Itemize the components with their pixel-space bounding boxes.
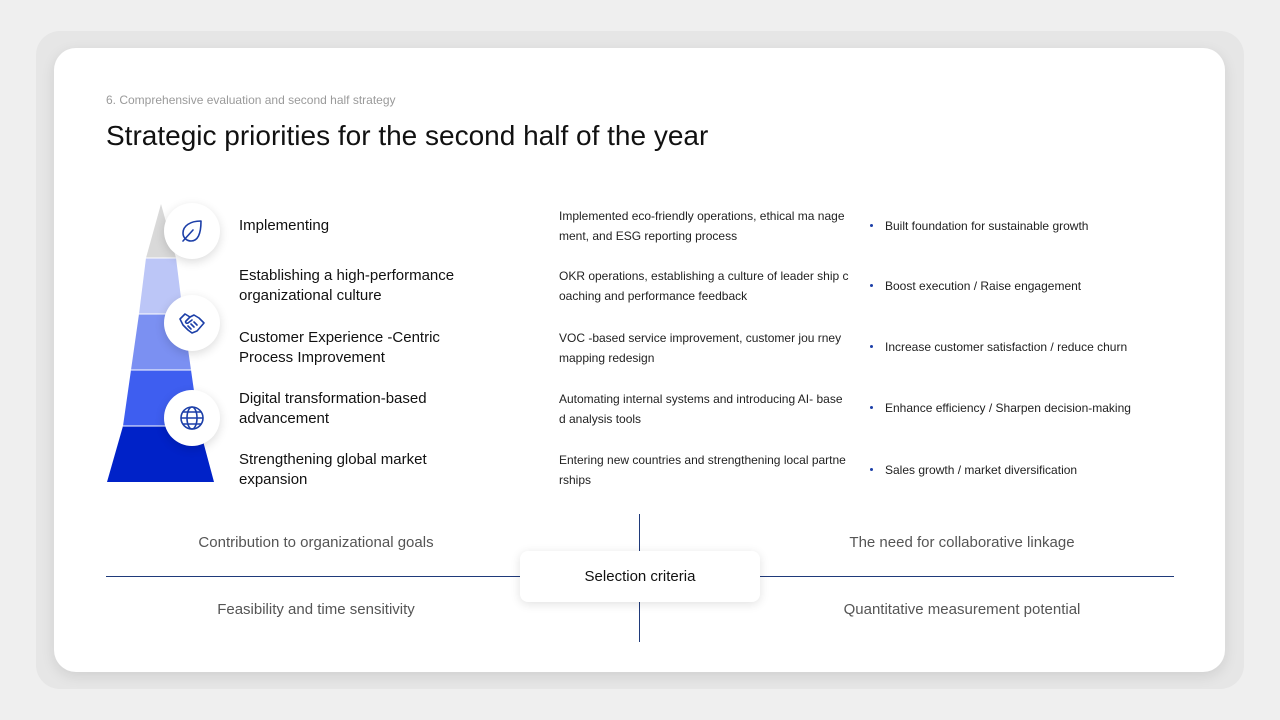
- criteria-bottom-left: Feasibility and time sensitivity: [217, 601, 415, 618]
- criteria-top-left: Contribution to organizational goals: [198, 534, 434, 551]
- bullet-dot: [870, 345, 873, 349]
- priority-outcome-5: Sales growth / market diversification: [870, 460, 1077, 480]
- handshake-icon: [179, 313, 205, 334]
- priority-outcome-1: Built foundation for sustainable growth: [870, 216, 1088, 236]
- leaf-icon-badge: [164, 203, 220, 259]
- priority-outcome-2: Boost execution / Raise engagement: [870, 276, 1081, 296]
- priority-title-3: Customer Experience -Centric Process Imp…: [239, 329, 440, 366]
- priority-title-2: Establishing a high-performance organiza…: [239, 267, 455, 304]
- bullet-dot: [870, 284, 873, 288]
- page-title: Strategic priorities for the second half…: [106, 120, 709, 151]
- priority-description-2: OKR operations, establishing a culture o…: [559, 269, 849, 303]
- priority-title-1: Implementing: [239, 217, 330, 234]
- priority-title-4: Digital transformation-based advancement: [239, 390, 427, 427]
- globe-icon: [180, 406, 204, 430]
- globe-icon-badge: [164, 390, 220, 446]
- criteria-top-right: The need for collaborative linkage: [849, 534, 1075, 551]
- priority-title-5: Strengthening global market expansion: [239, 451, 427, 488]
- priority-description-3: VOC -based service improvement, customer…: [559, 331, 842, 365]
- priority-description-5: Entering new countries and strengthening…: [559, 453, 846, 487]
- handshake-icon-badge: [164, 295, 220, 351]
- priority-outcome-3: Increase customer satisfaction / reduce …: [870, 337, 1127, 357]
- priority-description-4: Automating internal systems and introduc…: [559, 392, 843, 426]
- criteria-bottom-right: Quantitative measurement potential: [843, 601, 1081, 618]
- priority-outcome-4: Enhance efficiency / Sharpen decision-ma…: [870, 398, 1131, 418]
- selection-criteria-box: Selection criteria: [520, 551, 760, 602]
- selection-criteria-label: Selection criteria: [584, 568, 696, 585]
- pyramid-layer-2: [139, 258, 183, 314]
- bullet-dot: [870, 224, 873, 228]
- bullet-dot: [870, 406, 873, 410]
- bullet-dot: [870, 468, 873, 472]
- leaf-icon: [182, 220, 202, 242]
- priority-description-1: Implemented eco-friendly operations, eth…: [559, 209, 845, 243]
- breadcrumb: 6. Comprehensive evaluation and second h…: [106, 93, 396, 107]
